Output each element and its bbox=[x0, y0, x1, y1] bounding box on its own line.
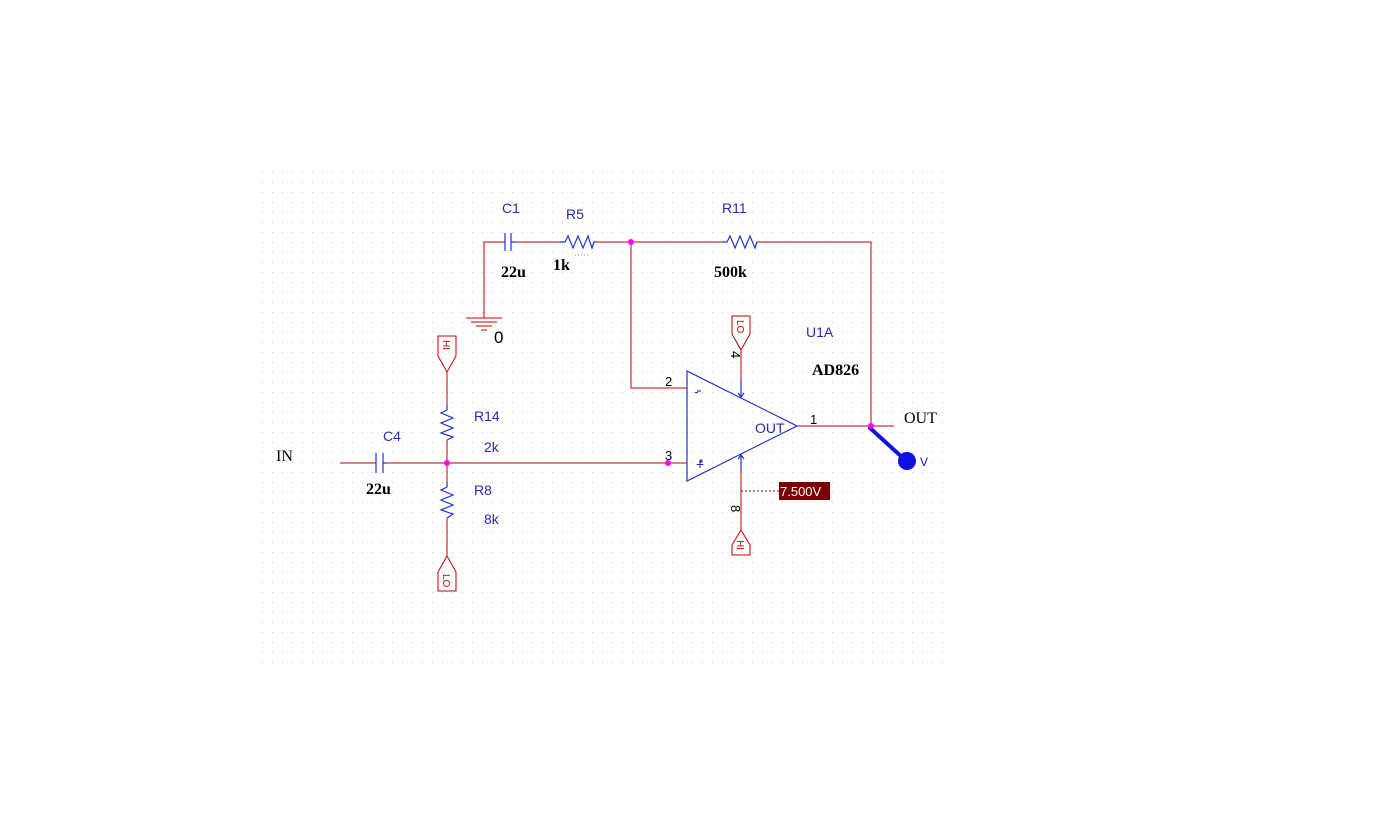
offpage-port-hi-r14[interactable]: HI bbox=[437, 335, 457, 374]
wire-fb-inv[interactable] bbox=[630, 242, 687, 389]
opamp-plus-label: + bbox=[696, 456, 704, 472]
voltage-marker-text: 7.500V bbox=[780, 484, 822, 499]
ground-symbol-icon[interactable] bbox=[466, 317, 502, 331]
pin-3-label: 3 bbox=[665, 448, 672, 463]
r8-value-label: 8k bbox=[484, 511, 500, 527]
r5-ref-label: R5 bbox=[566, 206, 584, 222]
pin-2-label: 2 bbox=[665, 374, 672, 389]
voltage-probe-icon[interactable] bbox=[868, 426, 916, 470]
resistor-r14[interactable] bbox=[439, 405, 455, 441]
probe-label: V bbox=[920, 455, 928, 469]
r11-ref-label: R11 bbox=[722, 200, 747, 216]
junction-r5-r11 bbox=[628, 239, 634, 245]
junction-output-node bbox=[868, 423, 874, 429]
port-hi-pin8-label: HI bbox=[734, 540, 745, 550]
r8-ref-label: R8 bbox=[474, 482, 492, 498]
opamp-minus-label: - bbox=[694, 383, 699, 399]
port-hi-label: HI bbox=[440, 340, 451, 350]
resistor-r8[interactable] bbox=[439, 482, 455, 519]
junction-input-node bbox=[444, 460, 450, 466]
grid-area bbox=[255, 165, 945, 670]
pin-1-label: 1 bbox=[810, 412, 817, 427]
offpage-port-lo-r8[interactable]: LO bbox=[437, 554, 457, 592]
opamp-out-label: OUT bbox=[755, 420, 785, 436]
r14-value-label: 2k bbox=[484, 439, 500, 455]
resistor-r5[interactable] bbox=[560, 234, 596, 250]
port-lo-pin4-label: LO bbox=[734, 320, 745, 334]
resistor-r11[interactable] bbox=[722, 234, 758, 250]
capacitor-c4[interactable] bbox=[375, 453, 387, 473]
r5-value-label: 1k bbox=[553, 257, 570, 274]
net-label-in: IN bbox=[276, 448, 293, 465]
opamp-u1a[interactable] bbox=[686, 370, 799, 482]
wires bbox=[340, 241, 894, 556]
c1-ref-label: C1 bbox=[502, 200, 520, 216]
capacitor-c1[interactable] bbox=[504, 233, 516, 251]
c1-value-label: 22u bbox=[501, 264, 526, 281]
voltage-marker-bg[interactable] bbox=[779, 482, 830, 500]
junctions bbox=[444, 239, 874, 466]
c4-ref-label: C4 bbox=[383, 428, 401, 444]
junction-pin3 bbox=[665, 460, 671, 466]
wire-c1-gnd[interactable] bbox=[483, 241, 505, 318]
wire-r11-out[interactable] bbox=[758, 241, 872, 426]
port-lo-label: LO bbox=[440, 574, 451, 588]
offpage-port-hi-pin8[interactable]: HI bbox=[731, 529, 751, 556]
pin-8-label: 8 bbox=[728, 505, 743, 512]
pin-4-label: 4 bbox=[728, 351, 743, 358]
net-label-out: OUT bbox=[904, 410, 937, 427]
r14-ref-label: R14 bbox=[474, 408, 500, 424]
u1a-part-label: AD826 bbox=[812, 362, 859, 379]
u1a-ref-label: U1A bbox=[806, 324, 834, 340]
ground-net-label: 0 bbox=[494, 328, 503, 347]
c4-value-label: 22u bbox=[366, 481, 391, 498]
r11-value-label: 500k bbox=[714, 264, 747, 281]
offpage-port-lo-pin4[interactable]: LO bbox=[731, 315, 751, 352]
